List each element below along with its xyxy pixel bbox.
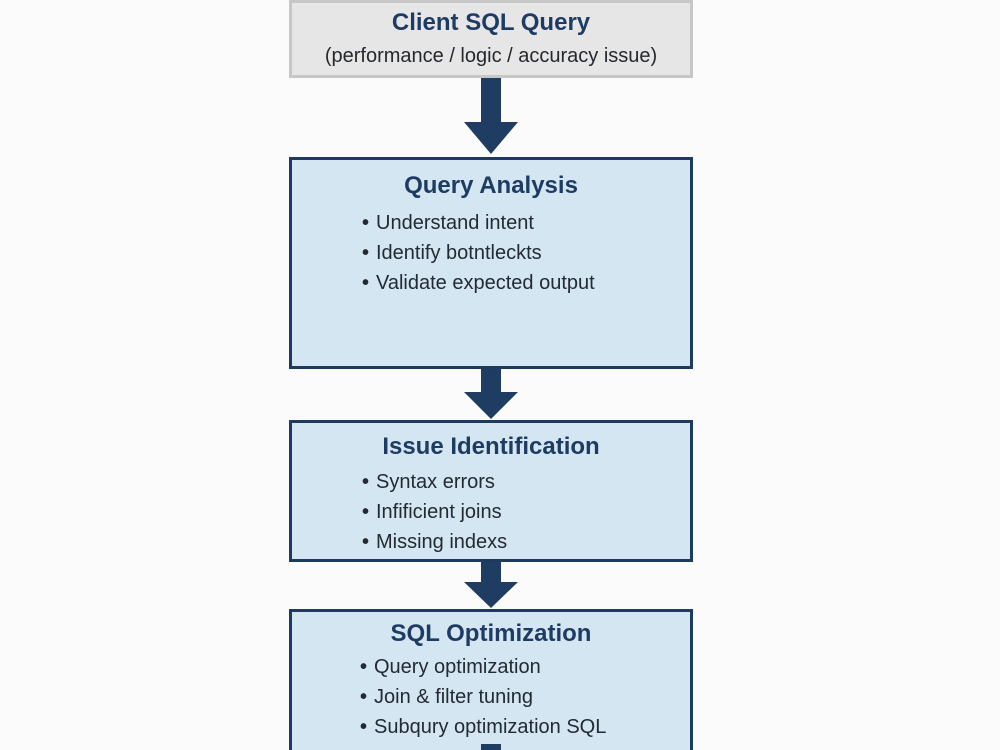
query-analysis-list: • Understand intent • Identify botntleckts…: [362, 208, 690, 298]
list-item-text: Understand intent: [376, 212, 534, 234]
bullet-icon: •: [362, 501, 370, 523]
arrow-down-icon: [464, 369, 518, 419]
issue-identification-list: • Syntax errors • Infificient joins • Missi…: [362, 467, 690, 557]
list-item-text: Validate expected output: [376, 272, 595, 294]
sql-optimization-list: • Query optimization • Join & filter tunin…: [360, 652, 690, 742]
list-item: • Query optimization: [360, 652, 690, 682]
arrow-down-icon: [464, 78, 518, 154]
sql-optimization-title: SQL Optimization: [390, 620, 592, 647]
bullet-icon: •: [360, 656, 368, 678]
list-item: • Identify botntleckts: [362, 238, 690, 268]
bullet-icon: •: [360, 716, 368, 738]
bullet-icon: •: [360, 686, 368, 708]
client-query-box: Client SQL Query (performance / logic / …: [289, 0, 693, 78]
list-item-text: Query optimization: [374, 656, 541, 678]
list-item: • Subqury optimization SQL: [360, 712, 690, 742]
query-analysis-title: Query Analysis: [404, 172, 578, 199]
bullet-icon: •: [362, 531, 370, 553]
bullet-icon: •: [362, 272, 370, 294]
list-item-text: Missing indexs: [376, 531, 508, 553]
list-item: • Join & filter tuning: [360, 682, 690, 712]
client-query-title: Client SQL Query: [391, 9, 591, 36]
list-item: • Understand intent: [362, 208, 690, 238]
list-item: • Missing indexs: [362, 527, 690, 557]
list-item: • Validate expected output: [362, 268, 690, 298]
list-item: • Infificient joins: [362, 497, 690, 527]
query-analysis-box: Query Analysis • Understand intent • Ident…: [289, 157, 693, 369]
issue-identification-box: Issue Identification • Syntax errors • Inf…: [289, 420, 693, 562]
list-item-text: Syntax errors: [376, 471, 495, 493]
list-item: • Syntax errors: [362, 467, 690, 497]
bullet-icon: •: [362, 242, 370, 264]
sql-optimization-box: SQL Optimization • Query optimization • Jo…: [289, 609, 693, 750]
list-item-text: Join & filter tuning: [374, 686, 533, 708]
issue-identification-title: Issue Identification: [382, 433, 600, 460]
arrow-down-icon: [464, 562, 518, 608]
bullet-icon: •: [362, 471, 370, 493]
bullet-icon: •: [362, 212, 370, 234]
list-item-text: Subqury optimization SQL: [374, 716, 607, 738]
list-item-text: Identify botntleckts: [376, 242, 542, 264]
arrow-down-icon: [481, 744, 501, 750]
client-query-subtitle: (performance / logic / accuracy issue): [324, 45, 658, 67]
list-item-text: Infificient joins: [376, 501, 502, 523]
